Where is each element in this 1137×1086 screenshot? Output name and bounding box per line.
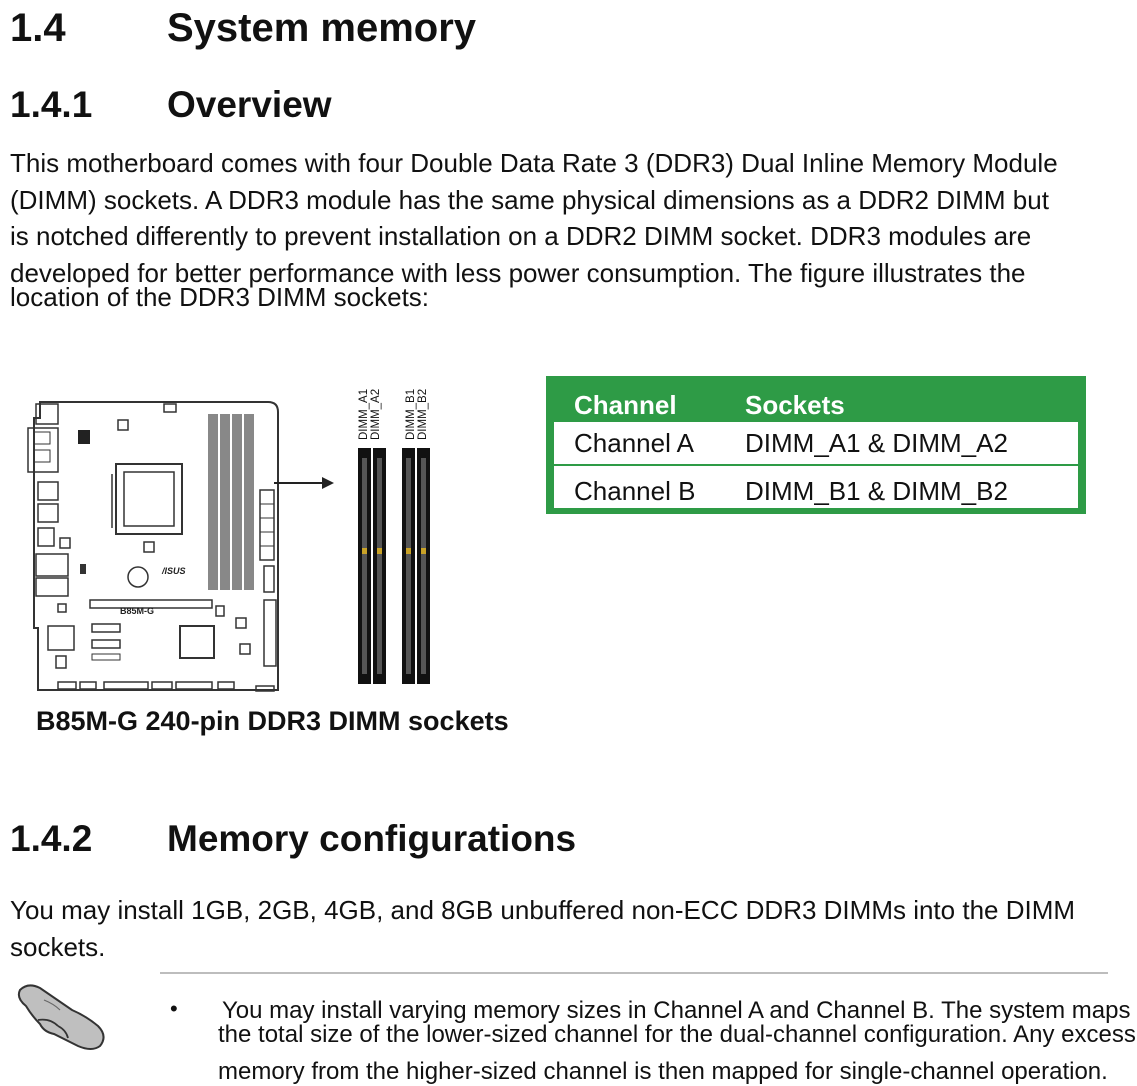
note-line: memory from the higher-sized channel is … <box>218 1058 1108 1085</box>
motherboard-diagram: /ISUS B85M-G <box>27 389 430 692</box>
dimm-slot-b1 <box>402 448 415 684</box>
channel-table: Channel Sockets Channel A DIMM_A1 & DIMM… <box>546 376 1086 514</box>
note-text: You may install varying memory sizes in … <box>218 996 1136 1086</box>
dimm-label-a1: DIMM_A1 <box>358 389 370 440</box>
paragraph-line: sockets. <box>10 931 106 962</box>
note-line: You may install varying memory sizes in … <box>222 997 1131 1024</box>
overview-number: 1.4.1 <box>10 84 93 125</box>
paragraph-line: This motherboard comes with four Double … <box>10 148 1058 178</box>
memory-config-number: 1.4.2 <box>10 818 93 859</box>
pointing-hand-icon <box>17 984 105 1050</box>
dimm-label-a2: DIMM_A2 <box>370 389 382 440</box>
table-header-sockets: Sockets <box>745 390 845 420</box>
paragraph-line: (DIMM) sockets. A DDR3 module has the sa… <box>10 184 1049 215</box>
table-cell-channel: Channel A <box>574 428 694 458</box>
dimm-label-b2: DIMM_B2 <box>417 389 429 440</box>
paragraph-line: You may install 1GB, 2GB, 4GB, and 8GB u… <box>10 895 1076 925</box>
note-bullet: • <box>170 996 178 1021</box>
overview-paragraph: This motherboard comes with four Double … <box>10 145 1120 316</box>
dimm-slot-a1 <box>358 448 371 684</box>
table-cell-sockets: DIMM_B1 & DIMM_B2 <box>745 476 1008 506</box>
overview-title: Overview <box>167 84 332 125</box>
note-divider <box>160 972 1108 974</box>
paragraph-line: is notched differently to prevent instal… <box>10 221 1032 251</box>
table-row: Channel B DIMM_B1 & DIMM_B2 <box>554 466 1078 508</box>
table-row: Channel A DIMM_A1 & DIMM_A2 <box>554 422 1078 464</box>
dimm-slot-b2 <box>417 448 430 684</box>
memory-config-paragraph: You may install 1GB, 2GB, 4GB, and 8GB u… <box>10 892 1120 965</box>
paragraph-line: developed for better performance with le… <box>10 257 1026 288</box>
table-header-channel: Channel <box>574 390 677 420</box>
section-title: System memory <box>167 6 477 50</box>
svg-text:/ISUS: /ISUS <box>161 566 186 576</box>
dimm-slot-a2 <box>373 448 386 684</box>
section-number: 1.4 <box>10 6 66 50</box>
paragraph-line: location of the DDR3 DIMM sockets: <box>10 282 430 312</box>
note-line: the total size of the lower-sized channe… <box>218 1021 1136 1048</box>
memory-config-title: Memory configurations <box>167 818 577 859</box>
board-label: B85M-G <box>120 606 154 616</box>
table-cell-channel: Channel B <box>574 476 696 506</box>
figure-caption: B85M-G 240-pin DDR3 DIMM sockets <box>36 706 509 736</box>
dimm-label-b1: DIMM_B1 <box>405 389 417 440</box>
table-cell-sockets: DIMM_A1 & DIMM_A2 <box>745 428 1008 458</box>
